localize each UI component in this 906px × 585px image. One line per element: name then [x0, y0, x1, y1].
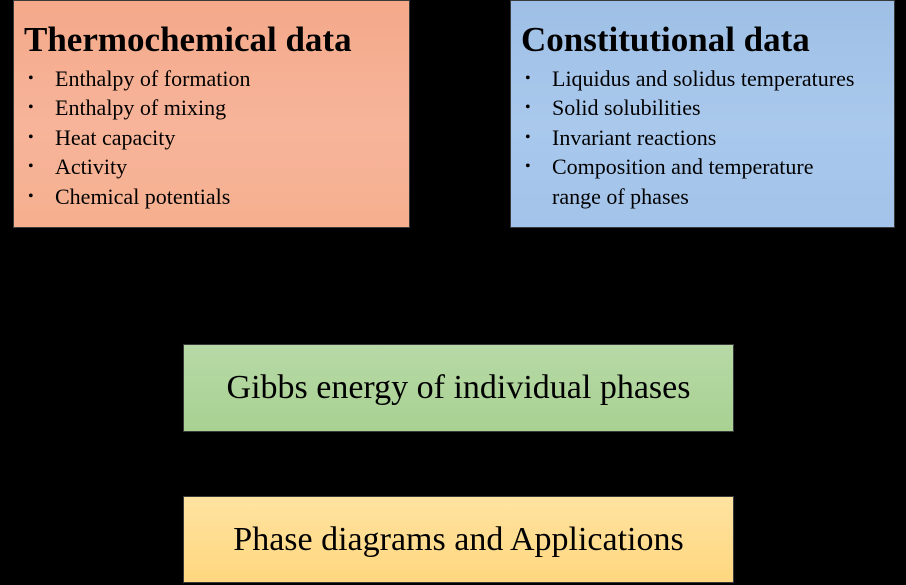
- list-item-text: Enthalpy of formation: [55, 66, 251, 91]
- phase-diagrams-box: Phase diagrams and Applications: [183, 496, 734, 583]
- bullet-icon: •: [28, 187, 34, 205]
- list-item-text: Invariant reactions: [552, 124, 717, 150]
- gibbs-energy-label: Gibbs energy of individual phases: [226, 369, 691, 406]
- list-item-text: Enthalpy of mixing: [55, 95, 227, 121]
- bullet-icon: •: [28, 70, 34, 87]
- list-item-text: Solid solubilities: [552, 95, 701, 121]
- bullet-icon: •: [28, 99, 34, 117]
- constitutional-data-box: Constitutional data • Liquidus and solidu…: [510, 0, 895, 228]
- list-item-text: Heat capacity: [55, 124, 176, 150]
- list-item: • Composition and temperature range of ph…: [511, 152, 852, 211]
- list-item: • Invariant reactions: [511, 123, 854, 152]
- bullet-icon: •: [28, 158, 34, 176]
- bullet-icon: •: [525, 128, 531, 146]
- constitutional-data-title: Constitutional data: [521, 20, 810, 59]
- thermochemical-data-list: • Enthalpy of formation • Enthalpy of mixi…: [14, 64, 251, 211]
- bullet-icon: •: [525, 158, 531, 176]
- thermochemical-data-title: Thermochemical data: [24, 20, 352, 59]
- list-item-text: Chemical potentials: [55, 183, 231, 209]
- constitutional-data-list: • Liquidus and solidus temperatures • Soli…: [511, 64, 854, 211]
- list-item: • Chemical potentials: [14, 182, 251, 211]
- bullet-icon: •: [525, 70, 531, 87]
- list-item: • Activity: [14, 152, 251, 181]
- list-item-text: Liquidus and solidus temperatures: [552, 66, 855, 91]
- list-item: • Enthalpy of mixing: [14, 93, 251, 122]
- list-item-text: Composition and temperature range of pha…: [552, 154, 814, 209]
- list-item: • Solid solubilities: [511, 93, 854, 122]
- bullet-icon: •: [525, 99, 531, 117]
- list-item: • Liquidus and solidus temperatures: [511, 64, 854, 93]
- list-item: • Enthalpy of formation: [14, 64, 251, 93]
- gibbs-energy-box: Gibbs energy of individual phases: [183, 344, 734, 432]
- list-item-text: Activity: [55, 154, 128, 180]
- list-item: • Heat capacity: [14, 123, 251, 152]
- thermochemical-data-box: Thermochemical data • Enthalpy of formati…: [13, 0, 410, 228]
- phase-diagrams-label: Phase diagrams and Applications: [233, 520, 684, 558]
- bullet-icon: •: [28, 128, 34, 146]
